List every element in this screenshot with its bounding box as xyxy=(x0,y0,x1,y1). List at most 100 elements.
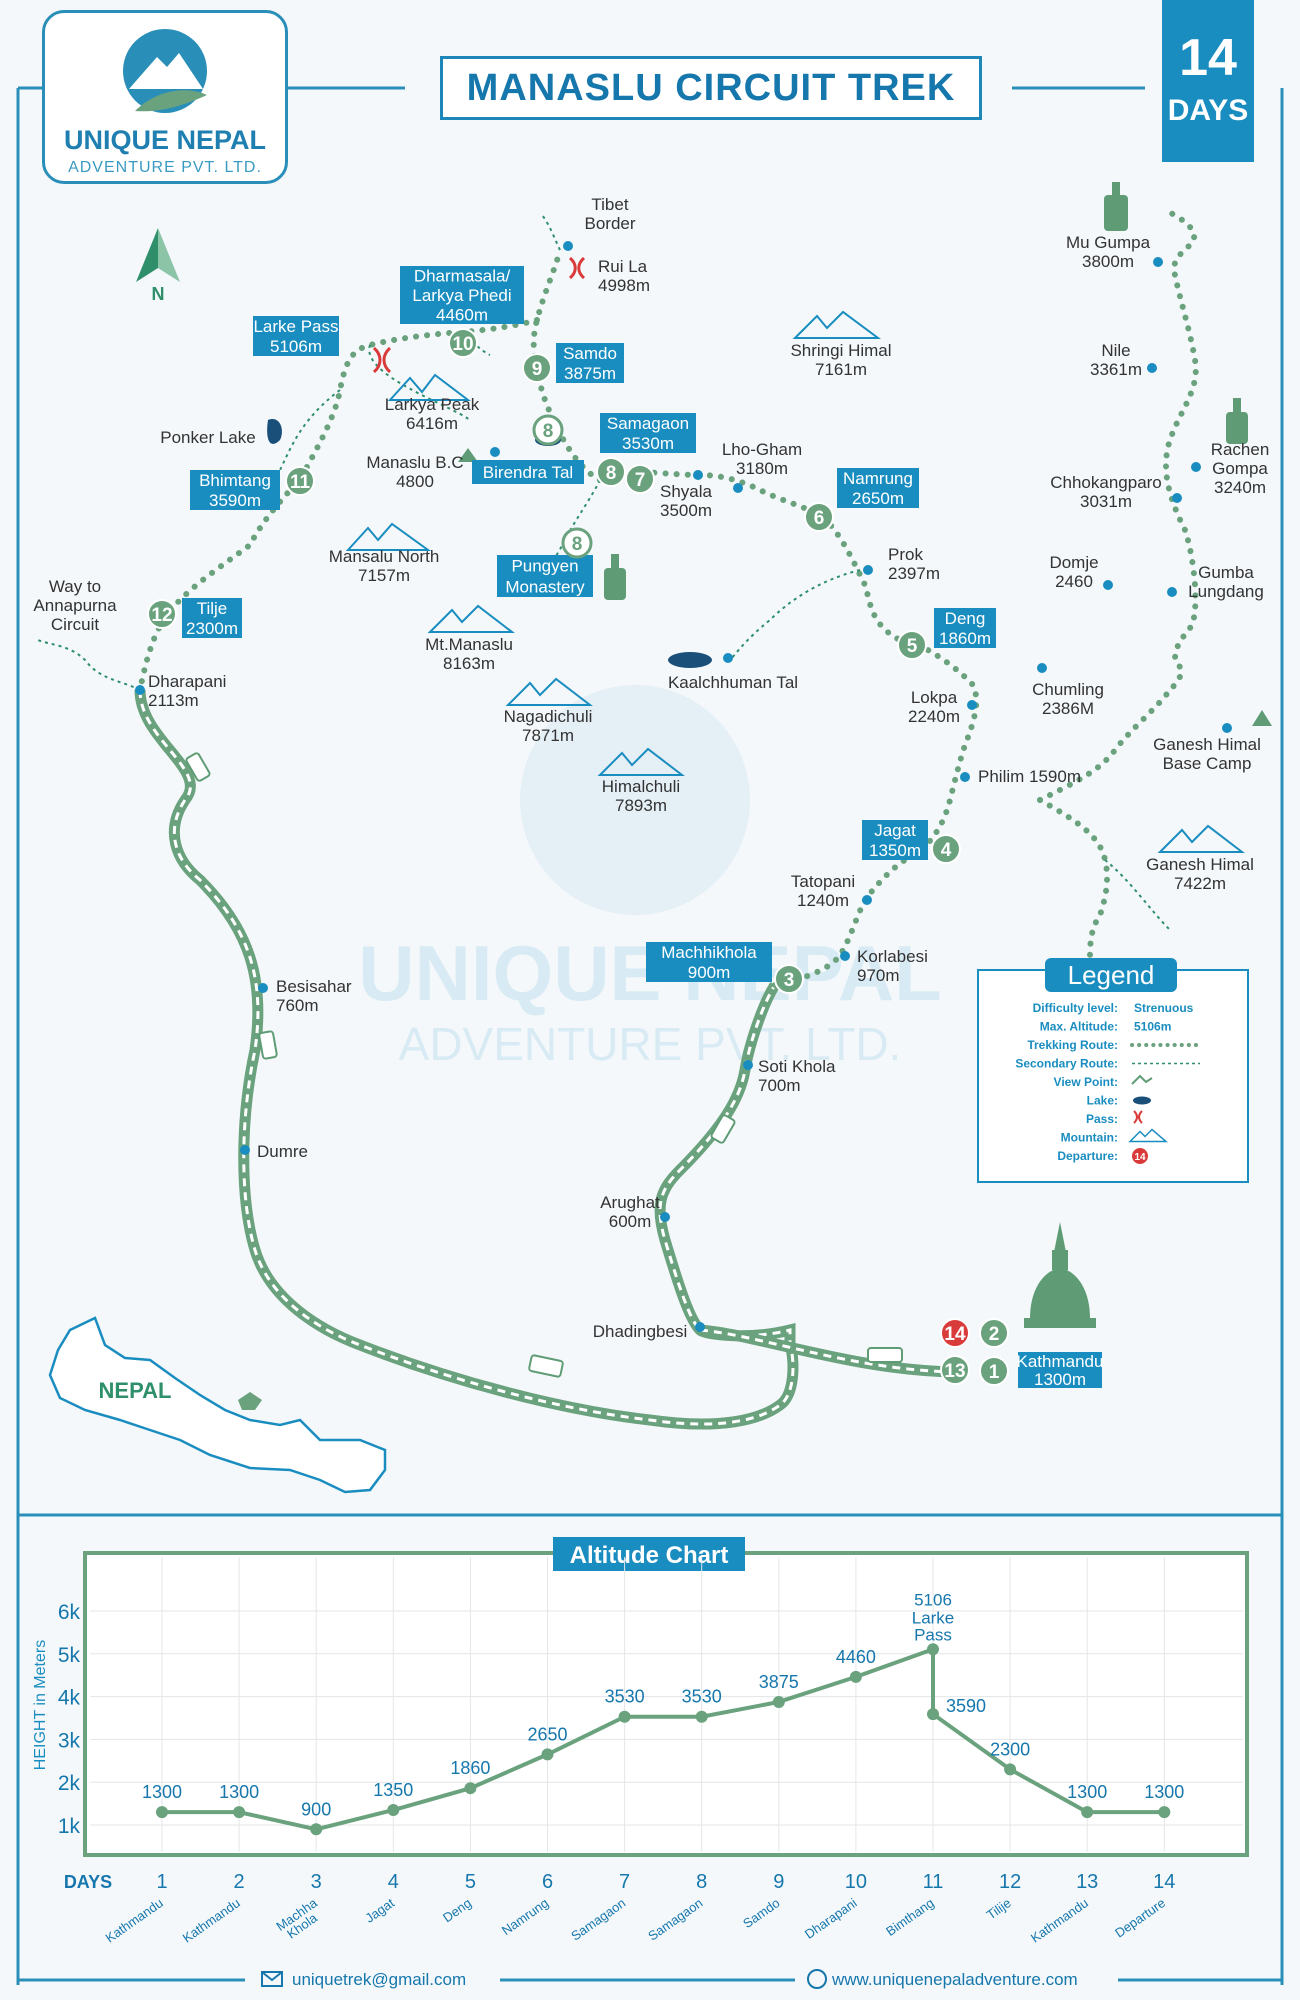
kathmandu-stupa-icon xyxy=(1024,1222,1096,1328)
day-marker: 13 xyxy=(940,1355,970,1385)
map-label-tibet: Border xyxy=(584,214,635,233)
company-name: UNIQUE NEPAL xyxy=(63,125,266,155)
map-label-tatopani: 1240m xyxy=(797,891,849,910)
map-label-chhoka: 3031m xyxy=(1080,492,1132,511)
map-label-lho: Lho-Gham xyxy=(722,440,802,459)
day-marker-number: 13 xyxy=(944,1361,965,1382)
boxed-label-text: Monastery xyxy=(505,578,585,597)
map-label-chumling: 2386M xyxy=(1042,699,1094,718)
map-label-tatopani: Tatopani xyxy=(791,872,855,891)
day-marker-number: 2 xyxy=(989,1324,1000,1345)
altitude-point-label: 1300 xyxy=(1067,1782,1107,1802)
footer: uniquetrek@gmail.com www.uniquenepaladve… xyxy=(0,1960,1300,2000)
legend-value: 14 xyxy=(1134,1152,1146,1163)
boxed-label-text: 2650m xyxy=(852,489,904,508)
footer-email[interactable]: uniquetrek@gmail.com xyxy=(292,1970,467,1989)
map-label-shringi: Shringi Himal xyxy=(790,341,891,360)
map-label-soti: 700m xyxy=(758,1076,801,1095)
map-label-rui: Rui La xyxy=(598,257,648,276)
x-tick-label: 9 xyxy=(773,1871,784,1893)
x-place-label: Bimthang xyxy=(883,1895,937,1939)
legend-label: Trekking Route: xyxy=(1027,1038,1118,1052)
x-place-label: Kathmandu xyxy=(180,1895,243,1945)
y-tick-label: 2k xyxy=(58,1772,81,1795)
bus-icon-2 xyxy=(528,1354,564,1378)
map-label-gumba: Lungdang xyxy=(1188,582,1264,601)
peak-label: Pass xyxy=(914,1625,952,1644)
map-label-manaslu-bc: 4800 xyxy=(396,472,434,491)
altitude-point-label: 3590 xyxy=(946,1696,986,1716)
altitude-point-label: 3530 xyxy=(605,1687,645,1707)
boxed-label-text: Larke Pass xyxy=(253,317,338,336)
altitude-point-label: 3875 xyxy=(759,1672,799,1692)
map-label-ganesh-bc: Base Camp xyxy=(1163,754,1252,773)
x-tick-label: 11 xyxy=(923,1871,944,1893)
legend-label: Pass: xyxy=(1086,1112,1118,1126)
logo-mountain-icon xyxy=(123,29,207,113)
north-label: N xyxy=(152,284,165,304)
map-label-larkya-peak: 6416m xyxy=(406,414,458,433)
x-tick-label: 4 xyxy=(388,1871,399,1893)
map-label-manaslu-bc: Manaslu B.C xyxy=(366,453,463,472)
boxed-label-text: Samagaon xyxy=(607,414,689,433)
boxed-label-text: 3875m xyxy=(564,364,616,383)
north-arrow-icon: N xyxy=(136,228,180,304)
altitude-point-label: 1860 xyxy=(450,1758,490,1778)
day-marker: 6 xyxy=(804,502,834,532)
map-label-gumba: Gumba xyxy=(1198,563,1254,582)
boxed-label-text: Bhimtang xyxy=(199,471,271,490)
mountain-icons xyxy=(345,310,1245,853)
legend-value: 5106m xyxy=(1134,1020,1171,1034)
map-label-dharapani: 2113m xyxy=(148,691,199,710)
day-marker: 9 xyxy=(522,353,552,383)
x-tick-label: 2 xyxy=(234,1871,245,1893)
altitude-point xyxy=(695,1710,708,1723)
altitude-point xyxy=(1004,1763,1017,1776)
map-label-shringi: 7161m xyxy=(815,360,867,379)
day-marker-number: 1 xyxy=(989,1362,1000,1383)
larke-pass-icon xyxy=(372,346,392,374)
altitude-point xyxy=(849,1670,862,1683)
boxed-label-text: Dharmasala/ xyxy=(414,267,511,286)
rachen-gompa-icon xyxy=(1226,398,1248,444)
map-label-ponker: Ponker Lake xyxy=(160,428,255,447)
x-tick-label: 3 xyxy=(311,1871,322,1893)
map-label-nile: Nile xyxy=(1101,341,1130,360)
ponker-lake-icon xyxy=(267,419,282,444)
altitude-point-label: 5106 xyxy=(914,1590,952,1609)
boxed-label-text: Kathmandu xyxy=(1017,1352,1104,1371)
map-label-domje: Domje xyxy=(1049,553,1098,572)
footer-website[interactable]: www.uniquenepaladventure.com xyxy=(832,1970,1078,1989)
map-label-dharapani: Dharapani xyxy=(148,672,226,691)
legend-label: Difficulty level: xyxy=(1033,1001,1118,1015)
map-label-chhoka: Chhokangparo xyxy=(1050,473,1162,492)
boxed-label-text: Machhikhola xyxy=(661,943,757,962)
x-place-label: Namrung xyxy=(499,1895,551,1938)
day-marker-number: 12 xyxy=(151,605,172,626)
x-place-label: Kathmandu xyxy=(103,1895,166,1945)
copyright-icon xyxy=(807,1969,827,1989)
boxed-label-text: 3590m xyxy=(209,491,261,510)
company-sub: ADVENTURE PVT. LTD. xyxy=(68,159,262,176)
peak-label: Larke xyxy=(912,1608,955,1627)
day-marker-number: 8 xyxy=(606,463,617,484)
map-label-nagadichuli: 7871m xyxy=(522,726,574,745)
map-label-way: Way to xyxy=(49,577,101,596)
pass-legend-icon xyxy=(1133,1110,1143,1124)
day-marker: 2 xyxy=(979,1318,1009,1348)
y-tick-label: 5k xyxy=(58,1644,81,1667)
boxed-label-text: 3530m xyxy=(622,434,674,453)
map-label-philim: Philim 1590m xyxy=(978,767,1081,786)
map-label-rachen: Rachen xyxy=(1211,440,1270,459)
day-marker-number: 6 xyxy=(814,508,825,529)
boxed-label-text: 5106m xyxy=(270,337,322,356)
map-label-rachen: 3240m xyxy=(1214,478,1266,497)
map-label-nagadichuli: Nagadichuli xyxy=(504,707,593,726)
day-marker: 8 xyxy=(532,414,564,446)
day-marker: 7 xyxy=(625,464,655,494)
